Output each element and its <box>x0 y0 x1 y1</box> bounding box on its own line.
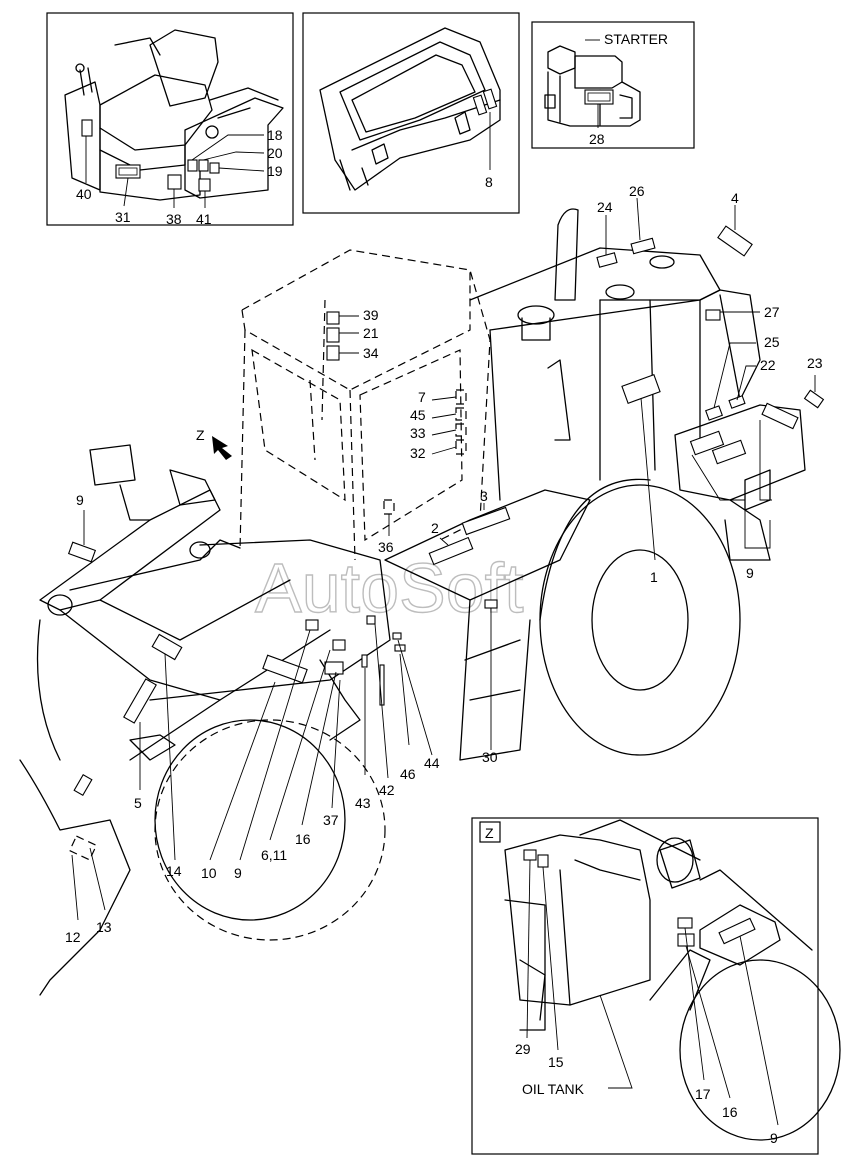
view-z-inset: Z 29 15 17 16 9 OIL TANK <box>471 817 841 1155</box>
callout-12: 12 <box>65 929 81 945</box>
callout-5: 5 <box>134 795 142 811</box>
callout-16: 16 <box>295 831 311 847</box>
callout-44: 44 <box>424 755 440 771</box>
callout-15: 15 <box>548 1054 564 1070</box>
callout-2: 2 <box>431 520 439 536</box>
callout-43: 43 <box>355 795 371 811</box>
callout-26: 26 <box>629 183 645 199</box>
callout-9-arm: 9 <box>234 865 242 881</box>
callout-40: 40 <box>76 186 92 202</box>
callout-19: 19 <box>267 163 283 179</box>
callout-21: 21 <box>363 325 379 341</box>
callout-27: 27 <box>764 304 780 320</box>
view-z-arrow-label: Z <box>196 427 205 443</box>
callout-7: 7 <box>418 389 426 405</box>
callout-34: 34 <box>363 345 379 361</box>
callout-14: 14 <box>166 863 182 879</box>
callout-3: 3 <box>480 488 488 504</box>
callout-22: 22 <box>760 357 776 373</box>
callout-33: 33 <box>410 425 426 441</box>
callout-45: 45 <box>410 407 426 423</box>
callout-25: 25 <box>764 334 780 350</box>
callout-37: 37 <box>323 812 339 828</box>
callout-10: 10 <box>201 865 217 881</box>
callout-18: 18 <box>267 127 283 143</box>
callout-17: 17 <box>695 1086 711 1102</box>
callout-6-11: 6,11 <box>261 847 287 863</box>
callout-9-bucket: 9 <box>76 492 84 508</box>
callout-8: 8 <box>485 174 493 190</box>
callout-42: 42 <box>379 782 395 798</box>
callout-32: 32 <box>410 445 426 461</box>
watermark: AutoSoft <box>255 549 524 627</box>
callout-23: 23 <box>807 355 823 371</box>
dashboard-inset: 8 <box>302 12 520 214</box>
callout-24: 24 <box>597 199 613 215</box>
view-z-title: Z <box>485 825 494 841</box>
callout-4: 4 <box>731 190 739 206</box>
oil-tank-label: OIL TANK <box>522 1081 585 1097</box>
callout-31: 31 <box>115 209 131 225</box>
callout-36: 36 <box>378 539 394 555</box>
callout-38: 38 <box>166 211 182 227</box>
console-inset: 18 20 19 40 31 38 41 <box>46 12 294 227</box>
callout-29: 29 <box>515 1041 531 1057</box>
callout-39: 39 <box>363 307 379 323</box>
callout-13: 13 <box>96 919 112 935</box>
callout-1: 1 <box>650 569 658 585</box>
wheel-loader-main-view: Z 24 <box>19 183 825 996</box>
callout-9-rear: 9 <box>746 565 754 581</box>
callout-9-z: 9 <box>770 1130 778 1146</box>
callout-20: 20 <box>267 145 283 161</box>
callout-28: 28 <box>589 131 605 147</box>
starter-inset: STARTER 28 <box>531 21 695 149</box>
callout-16-z: 16 <box>722 1104 738 1120</box>
callout-30: 30 <box>482 749 498 765</box>
callout-41: 41 <box>196 211 212 227</box>
callout-46: 46 <box>400 766 416 782</box>
starter-label: STARTER <box>604 31 668 47</box>
